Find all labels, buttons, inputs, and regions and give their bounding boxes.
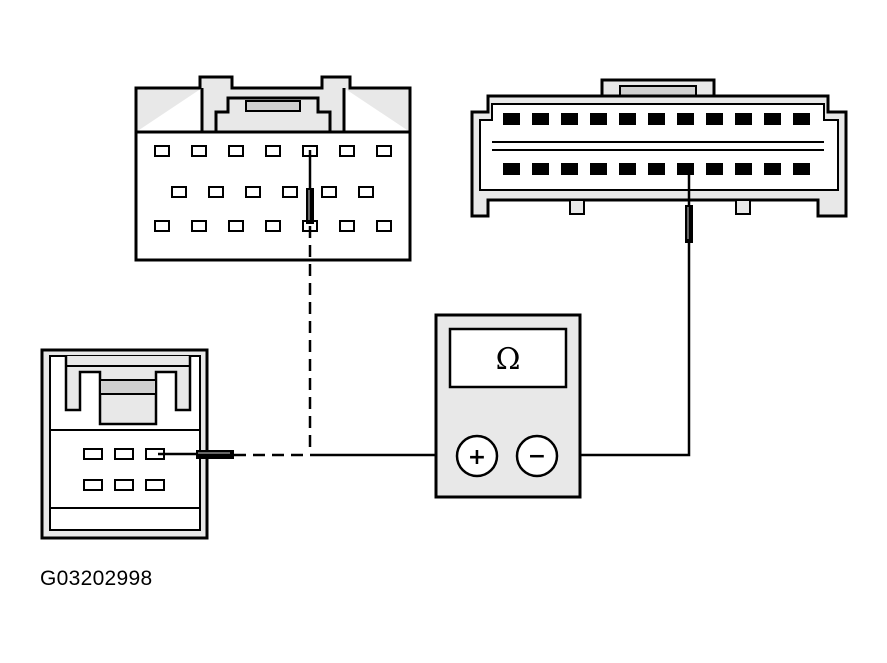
positive-terminal-symbol: + (468, 445, 486, 470)
connector-top-left-pin-row-1 (154, 145, 392, 157)
probe-top-right (685, 170, 693, 243)
ohm-symbol: Ω (496, 342, 521, 377)
connector-top-right-pin-row-1 (503, 113, 810, 125)
negative-terminal-symbol: − (528, 444, 546, 469)
connector-top-right (470, 78, 848, 218)
connector-top-left-pin-row-3 (154, 220, 392, 232)
connector-bottom-left (40, 348, 209, 540)
ohmmeter-display (448, 327, 568, 389)
connector-top-left-pin-row-2 (171, 186, 374, 198)
connector-top-right-foot-left (569, 199, 585, 215)
figure-id-label: G03202998 (40, 567, 153, 590)
probe-top-left (306, 150, 314, 224)
connector-bottom-left-pin-row-1 (83, 448, 165, 460)
connector-top-left-lock-tab (214, 96, 332, 134)
connector-top-left-lock-slot (245, 100, 301, 112)
negative-terminal (515, 434, 559, 478)
probe-bottom-left (158, 450, 234, 459)
connector-top-right-pin-row-2 (503, 163, 810, 175)
positive-terminal (455, 434, 499, 478)
connector-top-right-foot-right (735, 199, 751, 215)
wire-negative-lead (554, 243, 691, 457)
connector-bottom-left-pin-row-2 (83, 479, 165, 491)
ohmmeter: Ω + − (434, 313, 582, 499)
connector-top-left (134, 75, 412, 262)
